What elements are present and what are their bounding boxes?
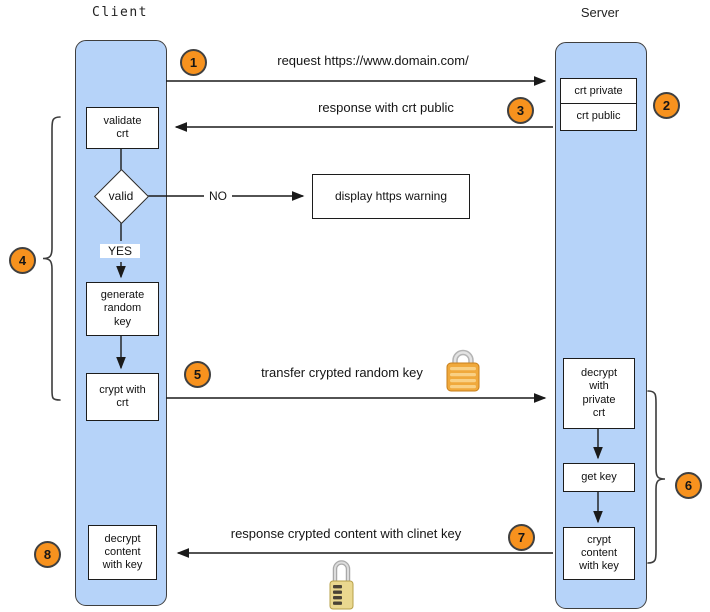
step-3-badge: 3 xyxy=(507,97,534,124)
request-message: request https://www.domain.com/ xyxy=(277,53,469,68)
crypt-content-with-key-box: crypt content with key xyxy=(563,527,635,580)
server-column-title: Server xyxy=(580,5,620,20)
get-key-box: get key xyxy=(563,463,635,492)
validate-crt-box: validate crt xyxy=(86,107,159,149)
no-label: NO xyxy=(204,189,232,203)
client-column-title: Client xyxy=(92,5,148,20)
yes-label: YES xyxy=(100,244,140,258)
decrypt-content-with-key-box: decrypt content with key xyxy=(88,525,157,580)
decrypt-with-private-crt-box: decrypt with private crt xyxy=(563,358,635,429)
lock-closed-icon xyxy=(446,349,480,392)
combination-lock-icon xyxy=(329,560,354,610)
step-5-badge: 5 xyxy=(184,361,211,388)
display-https-warning-box: display https warning xyxy=(312,174,470,219)
response-public-message: response with crt public xyxy=(318,100,454,115)
brace-client-steps xyxy=(42,116,61,401)
valid-decision-label: valid xyxy=(108,189,134,203)
crt-public-box: crt public xyxy=(560,103,637,131)
crypt-with-crt-box: crypt with crt xyxy=(86,373,159,421)
transfer-key-message: transfer crypted random key xyxy=(261,365,423,380)
step-1-badge: 1 xyxy=(180,49,207,76)
step-2-badge: 2 xyxy=(653,92,680,119)
step-8-badge: 8 xyxy=(34,541,61,568)
response-content-message: response crypted content with clinet key xyxy=(230,526,462,541)
step-6-badge: 6 xyxy=(675,472,702,499)
step-4-badge: 4 xyxy=(9,247,36,274)
generate-random-key-box: generate random key xyxy=(86,282,159,336)
step-7-badge: 7 xyxy=(508,524,535,551)
crt-private-box: crt private xyxy=(560,78,637,106)
brace-server-steps xyxy=(647,390,666,564)
